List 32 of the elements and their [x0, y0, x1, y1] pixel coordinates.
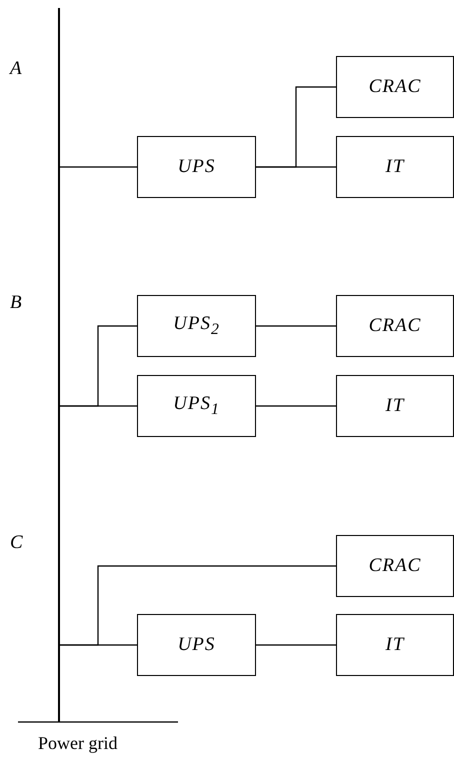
node-label: Power grid	[38, 733, 118, 754]
section-letter: B	[10, 292, 22, 314]
connector-line	[60, 166, 137, 168]
component-box	[336, 535, 454, 597]
component-label: UPS$_{2}$	[173, 313, 220, 339]
component-label: IT	[386, 395, 404, 417]
component-box	[336, 375, 454, 437]
connector-line	[256, 405, 336, 407]
section-letter: C	[10, 532, 23, 554]
component-box	[336, 295, 454, 357]
component-box	[137, 136, 256, 198]
component-label: CRAC	[368, 555, 422, 577]
connector-line	[60, 405, 137, 407]
component-label: UPS	[178, 156, 216, 178]
component-box	[336, 56, 454, 118]
component-label: IT	[386, 156, 404, 178]
connector-line	[256, 166, 336, 168]
component-box	[137, 375, 256, 437]
component-label: CRAC	[368, 76, 422, 98]
component-box	[137, 614, 256, 676]
component-label: UPS	[178, 634, 216, 656]
component-box	[336, 136, 454, 198]
connector-line	[256, 325, 336, 327]
connector-line	[256, 644, 336, 646]
connector-line	[60, 644, 137, 646]
component-box	[336, 614, 454, 676]
component-label: UPS$_{1}$	[173, 393, 220, 419]
component-label: CRAC	[368, 315, 422, 337]
bus-line	[58, 8, 60, 722]
component-box	[137, 295, 256, 357]
component-label: IT	[386, 634, 404, 656]
section-letter: A	[10, 58, 22, 80]
